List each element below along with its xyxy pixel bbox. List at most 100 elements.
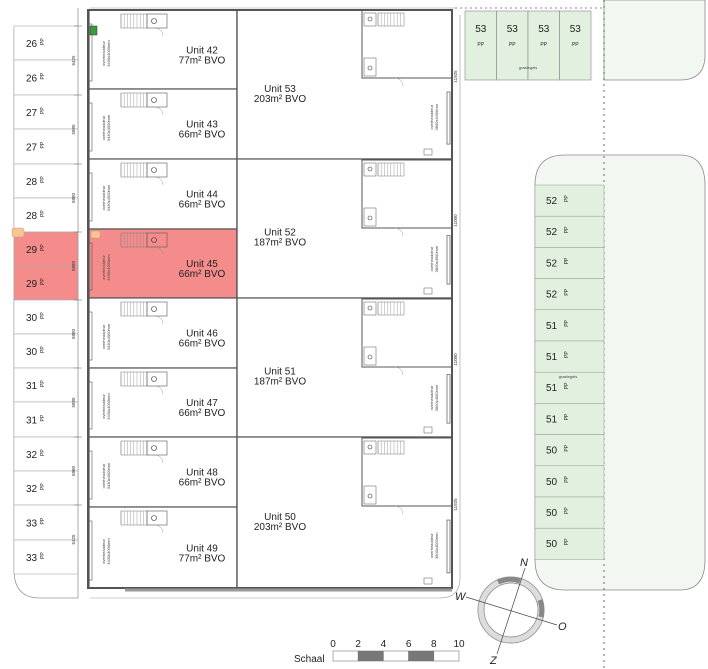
door-swing-icon <box>154 454 164 464</box>
parking-note: grastegels <box>519 65 537 70</box>
door-size: 3800x4000mm <box>434 245 439 272</box>
parking-label: PP <box>564 257 570 264</box>
stairs-icon <box>377 301 405 316</box>
parking-label: PP <box>40 38 46 45</box>
parking-number: 50 <box>546 446 558 457</box>
parking-label: PP <box>564 413 570 420</box>
door-swing-icon <box>154 246 164 256</box>
parking-number: 30 <box>26 347 38 358</box>
parking-number: 52 <box>546 290 558 301</box>
dimension-label: 5880 <box>71 397 76 408</box>
parking-note: grastegels <box>559 374 577 379</box>
compass-w: W <box>455 591 467 603</box>
toilet-icon <box>146 440 168 456</box>
parking-number: 51 <box>546 321 558 332</box>
parking-label: PP <box>40 552 46 559</box>
meter-box-icon <box>423 426 433 434</box>
toilet-icon <box>363 12 377 27</box>
door-type: overheaddeur <box>101 393 106 418</box>
stairs-icon <box>120 92 148 108</box>
parking-label: PP <box>572 42 579 48</box>
door-type: overheaddeur <box>429 246 434 271</box>
overhead-door-icon <box>446 91 451 145</box>
parking-number: 26 <box>26 39 38 50</box>
door-type: overheaddeur <box>429 533 434 558</box>
toilet-icon <box>363 301 377 316</box>
dimension-label: 11925 <box>453 70 458 83</box>
dimension-label: 11000 <box>453 214 458 227</box>
door-size: 3430x4000mm <box>106 538 111 565</box>
door-type: overheaddeur <box>101 254 106 279</box>
unit-name: Unit 45 <box>186 259 218 270</box>
unit-name: Unit 47 <box>186 398 218 409</box>
toilet-icon <box>146 162 168 178</box>
parking-space-right[interactable]: 51 PP <box>534 309 605 342</box>
parking-label: PP <box>564 319 570 326</box>
toilet-icon <box>363 207 377 227</box>
unit-area: 66m² BVO <box>179 339 226 350</box>
parking-number: 28 <box>26 211 38 222</box>
scale-tick: 0 <box>330 639 336 650</box>
parking-label: PP <box>40 380 46 387</box>
door-size: 3430x4000mm <box>106 114 111 141</box>
meter-box-icon <box>423 148 433 156</box>
toilet-icon <box>363 440 377 455</box>
parking-number: 27 <box>26 143 38 154</box>
scale-label: Schaal <box>294 654 325 665</box>
dimension-label: 6425 <box>71 534 76 545</box>
unit-name: Unit 46 <box>186 329 218 340</box>
parking-label: PP <box>40 483 46 490</box>
door-size: 3800x4000mm <box>434 532 439 559</box>
door-swing-icon <box>154 524 164 534</box>
door-size: 3800x4000mm <box>434 103 439 130</box>
toilet-icon <box>363 162 377 177</box>
parking-label: PP <box>564 351 570 358</box>
parking-number: 53 <box>507 24 519 35</box>
parking-number: 27 <box>26 108 38 119</box>
unit-area: 66m² BVO <box>179 408 226 419</box>
